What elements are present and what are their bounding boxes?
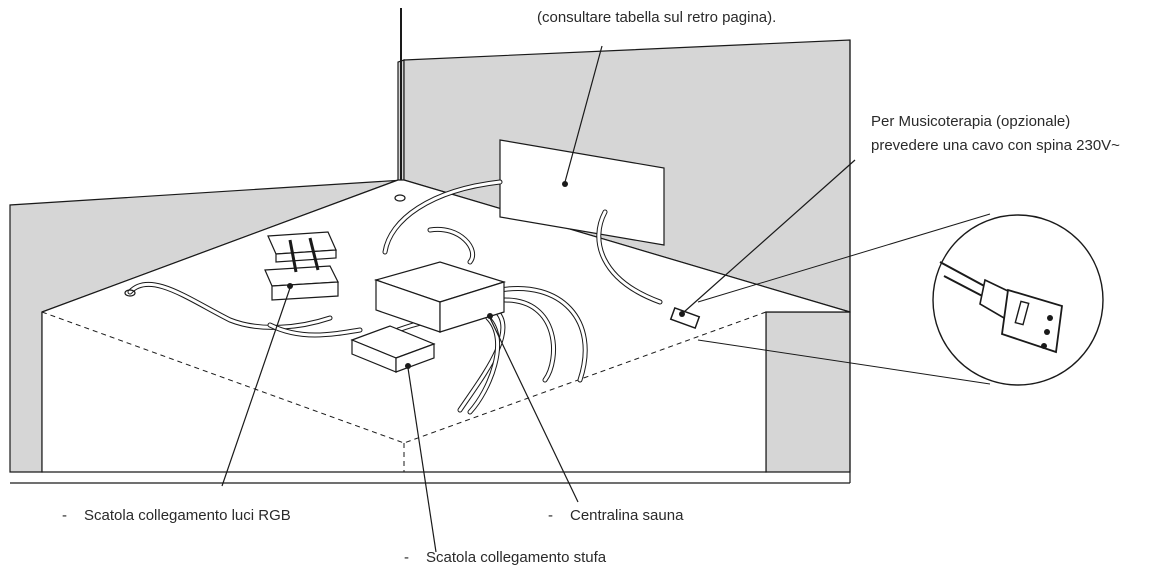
wall-plate bbox=[499, 139, 665, 246]
stove-box-label: -Scatola collegamento stufa bbox=[404, 548, 606, 568]
rgb-box-text: Scatola collegamento luci RGB bbox=[84, 507, 291, 524]
sauna-unit-label: -Centralina sauna bbox=[548, 506, 683, 526]
music-note-line1: Per Musicoterapia (opzionale) bbox=[871, 113, 1071, 130]
small-plug bbox=[669, 306, 701, 330]
right-wall bbox=[765, 311, 851, 473]
cables bbox=[127, 179, 663, 415]
sauna-control-unit bbox=[373, 261, 507, 333]
rgb-box-label: -Scatola collegamento luci RGB bbox=[62, 506, 291, 526]
stove-junction-box bbox=[350, 325, 436, 373]
label-dash: - bbox=[548, 507, 553, 524]
grommets bbox=[124, 194, 406, 297]
top-note-label: (consultare tabella sul retro pagina). bbox=[537, 9, 777, 26]
plate-dot bbox=[562, 181, 568, 187]
music-note-line2: prevedere una cavo con spina 230V~ bbox=[871, 137, 1120, 154]
stove-box-text: Scatola collegamento stufa bbox=[426, 549, 607, 566]
label-dash: - bbox=[62, 507, 67, 524]
leader-lines bbox=[221, 45, 856, 553]
plug-zoom-callout bbox=[697, 213, 1104, 386]
dashed-outline bbox=[41, 311, 767, 444]
rgb-junction-box bbox=[264, 231, 339, 301]
sauna-unit-text: Centralina sauna bbox=[570, 507, 684, 524]
label-dash: - bbox=[404, 549, 409, 566]
